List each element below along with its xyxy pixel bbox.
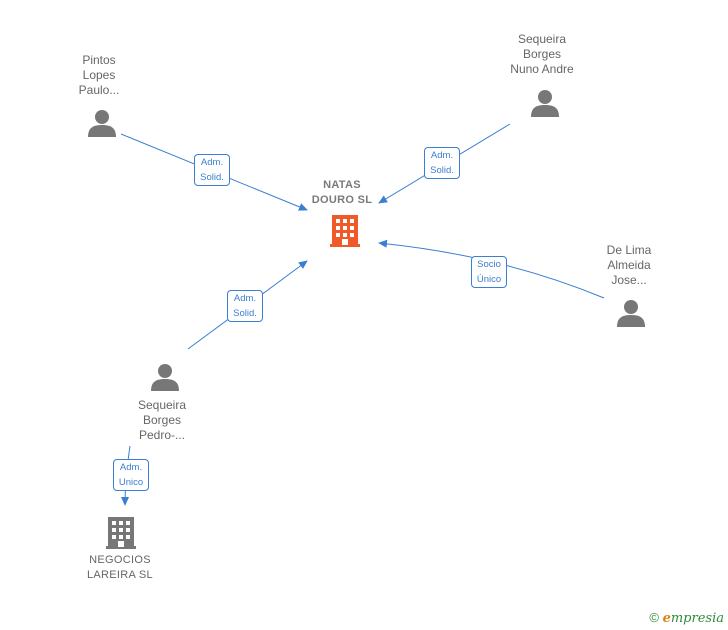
- person-icon[interactable]: [617, 300, 645, 327]
- edge-label-pintos-natas: Adm. Solid.: [194, 154, 230, 186]
- person-name-pedro[interactable]: Sequeira Borges Pedro-...: [137, 398, 187, 442]
- building-icon[interactable]: [106, 517, 136, 549]
- person-icon[interactable]: [151, 364, 179, 391]
- edge-label-nuno-natas: Adm. Solid.: [424, 147, 460, 179]
- person-name-pintos[interactable]: Pintos Lopes Paulo...: [78, 53, 120, 97]
- copyright-symbol: ©: [649, 610, 659, 625]
- company-name-natas[interactable]: NATAS DOURO SL: [311, 179, 373, 206]
- empresia-logo[interactable]: © empresia: [649, 610, 724, 626]
- person-icon[interactable]: [531, 90, 559, 117]
- brand-e: e: [662, 611, 671, 626]
- person-name-delima[interactable]: De Lima Almeida Jose...: [606, 243, 652, 287]
- edge-label-delima-natas: Socio Único: [471, 256, 507, 288]
- building-icon-main[interactable]: [330, 215, 360, 247]
- person-icon[interactable]: [88, 110, 116, 137]
- person-name-nuno[interactable]: Sequeira Borges Nuno Andre: [510, 32, 574, 76]
- edge-label-pedro-negocios: Adm. Unico: [113, 459, 149, 491]
- company-name-negocios[interactable]: NEGOCIOS LAREIRA SL: [87, 554, 153, 581]
- edge-label-pedro-natas: Adm. Solid.: [227, 290, 263, 322]
- brand-rest: mpresia: [670, 611, 724, 626]
